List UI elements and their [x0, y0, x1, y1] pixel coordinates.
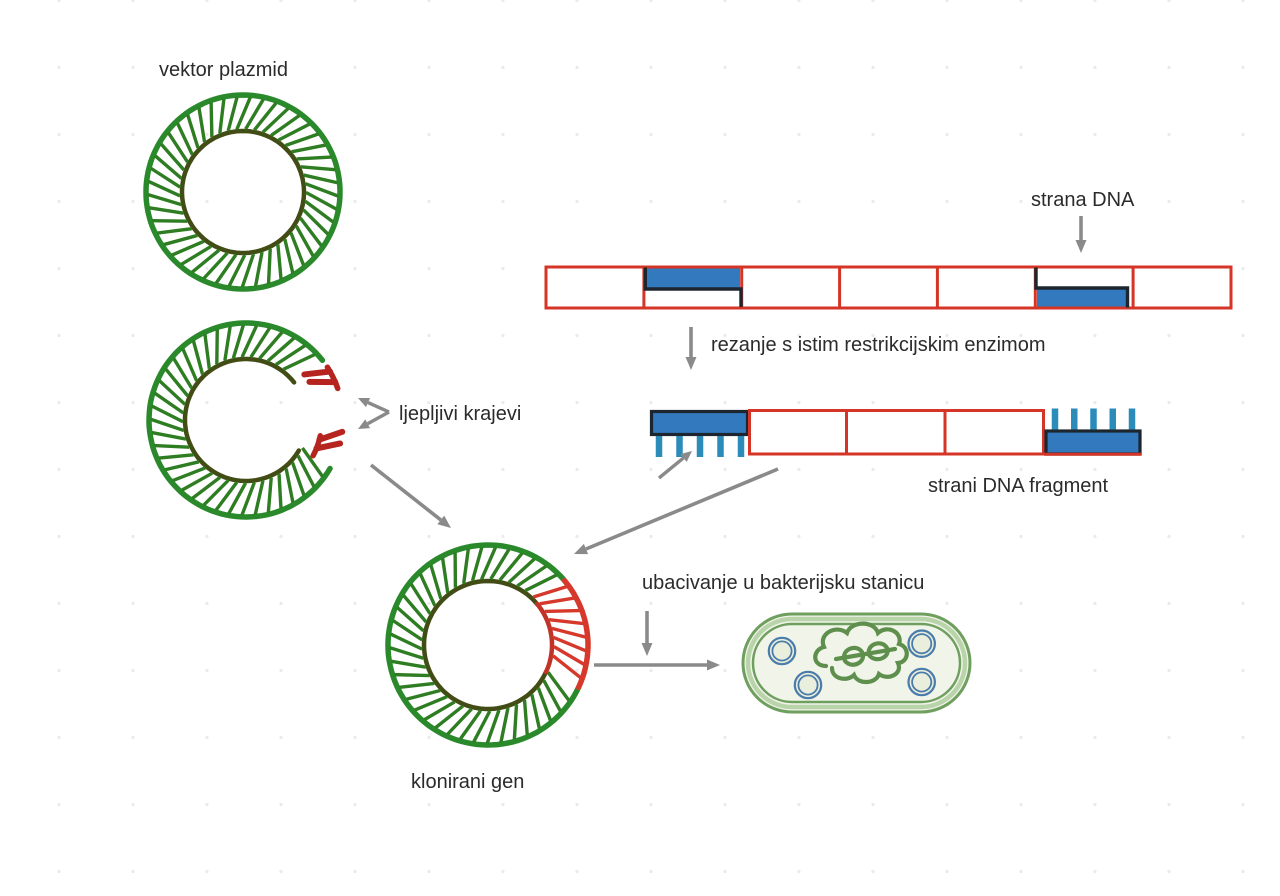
label-cloned-gene: klonirani gen: [411, 771, 524, 793]
label-foreign-dna: strana DNA: [1031, 189, 1135, 211]
label-foreign-dna-fragment: strani DNA fragment: [928, 475, 1109, 497]
arrows: [358, 216, 1087, 671]
cut-plasmid: [146, 320, 333, 520]
label-vector-plasmid: vektor plazmid: [159, 59, 288, 81]
bacterial-chromosome: [813, 621, 909, 685]
vector-plasmid: [143, 92, 343, 292]
foreign-dna-strip: [544, 265, 1233, 310]
plasmid-sticky-ends: [301, 364, 346, 459]
label-cutting-step: rezanje s istim restrikcijskim enzimom: [711, 334, 1046, 356]
label-sticky-ends: ljepljivi krajevi: [399, 403, 521, 425]
cut-dna-row: [649, 408, 1142, 457]
recombinant-plasmid: [385, 542, 591, 748]
label-insertion-step: ubacivanje u bakterijsku stanicu: [642, 572, 924, 594]
diagram-shapes: [143, 92, 1233, 748]
